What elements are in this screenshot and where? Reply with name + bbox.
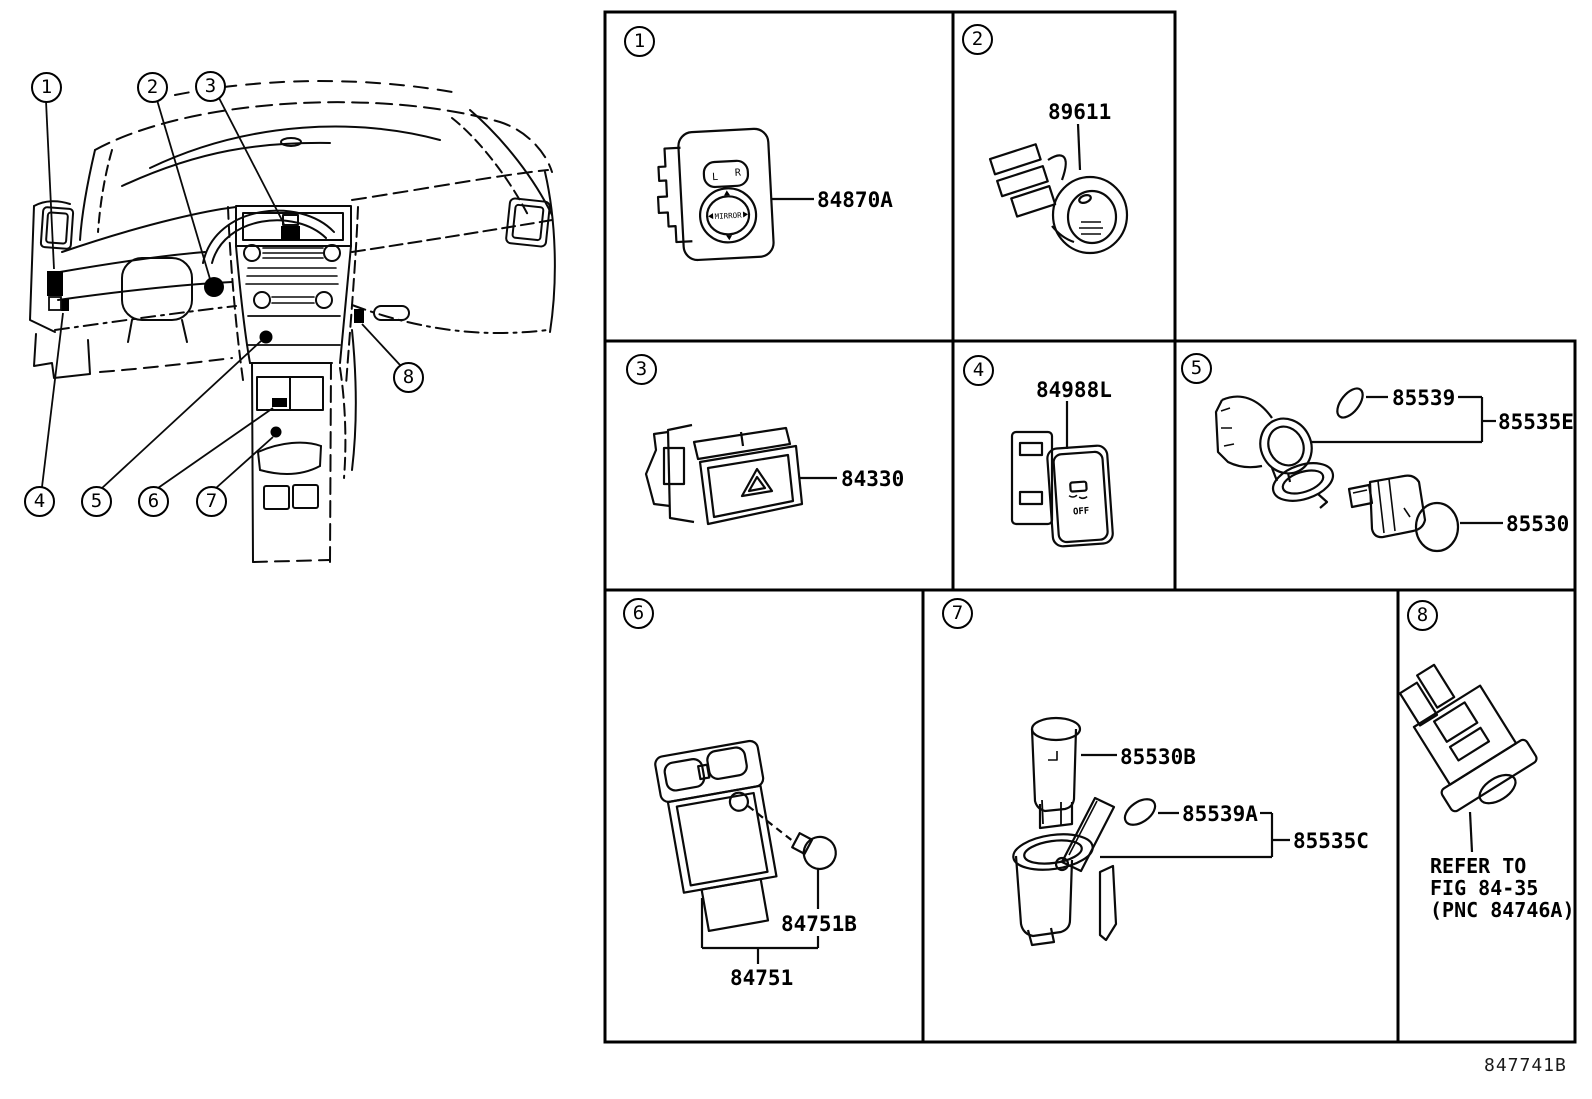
dashboard-line-art: [29, 80, 556, 563]
part-label-85539a: 85539A: [1182, 802, 1258, 826]
dashboard-callout-leaders: [41, 97, 401, 490]
cell-5-number: 5: [1181, 353, 1212, 384]
dash-callout-3: 3: [195, 71, 226, 102]
part-label-85539: 85539: [1392, 386, 1456, 410]
refer-note: REFER TO FIG 84-35 (PNC 84746A): [1430, 855, 1575, 921]
power-outlet-illustration: [1214, 387, 1503, 553]
parts-grid: [603, 10, 1577, 1044]
cell-6-number: 6: [623, 598, 654, 629]
start-switch-illustration: [988, 123, 1129, 255]
part-label-85530: 85530: [1506, 512, 1570, 536]
vsc-switch-illustration: OFF: [1010, 401, 1114, 548]
dashboard-switch-outline: [48, 296, 62, 311]
dash-callout-5: 5: [81, 486, 112, 517]
hazard-switch-illustration: [644, 423, 837, 526]
window-switch-illustration: [654, 739, 837, 964]
refer-switch-illustration: [1398, 663, 1538, 853]
mirror-switch-illustration: L R MIRROR: [656, 127, 814, 262]
part-label-84330: 84330: [841, 467, 905, 491]
part-label-85535c: 85535C: [1293, 829, 1369, 853]
dash-callout-7: 7: [196, 486, 227, 517]
refer-note-line1: REFER TO: [1430, 854, 1527, 878]
svg-text:MIRROR: MIRROR: [714, 211, 742, 221]
cell-8-number: 8: [1407, 600, 1438, 631]
dash-callout-1: 1: [31, 72, 62, 103]
part-label-85530b: 85530B: [1120, 745, 1196, 769]
refer-note-line3: (PNC 84746A): [1430, 898, 1575, 922]
dashboard-callout-targets: [47, 226, 364, 438]
svg-text:R: R: [735, 168, 743, 179]
svg-text:L: L: [712, 172, 719, 183]
svg-text:OFF: OFF: [1073, 506, 1090, 517]
cell-3-number: 3: [626, 354, 657, 385]
refer-note-line2: FIG 84-35: [1430, 876, 1539, 900]
part-label-89611: 89611: [1048, 100, 1112, 124]
figure-code: 847741B: [1484, 1055, 1567, 1076]
dash-callout-4: 4: [24, 486, 55, 517]
cell-2-number: 2: [962, 24, 993, 55]
part-label-84988l: 84988L: [1036, 378, 1112, 402]
dash-callout-6: 6: [138, 486, 169, 517]
dash-callout-2: 2: [137, 72, 168, 103]
cell-7-number: 7: [942, 598, 973, 629]
dash-callout-8: 8: [393, 362, 424, 393]
part-label-85535e: 85535E: [1498, 410, 1574, 434]
console-outlet-illustration: [1012, 716, 1290, 947]
part-label-84751: 84751: [730, 966, 794, 990]
cell-1-number: 1: [624, 26, 655, 57]
part-label-84870a: 84870A: [817, 188, 893, 212]
cell-4-number: 4: [963, 355, 994, 386]
part-label-84751b: 84751B: [781, 912, 857, 936]
